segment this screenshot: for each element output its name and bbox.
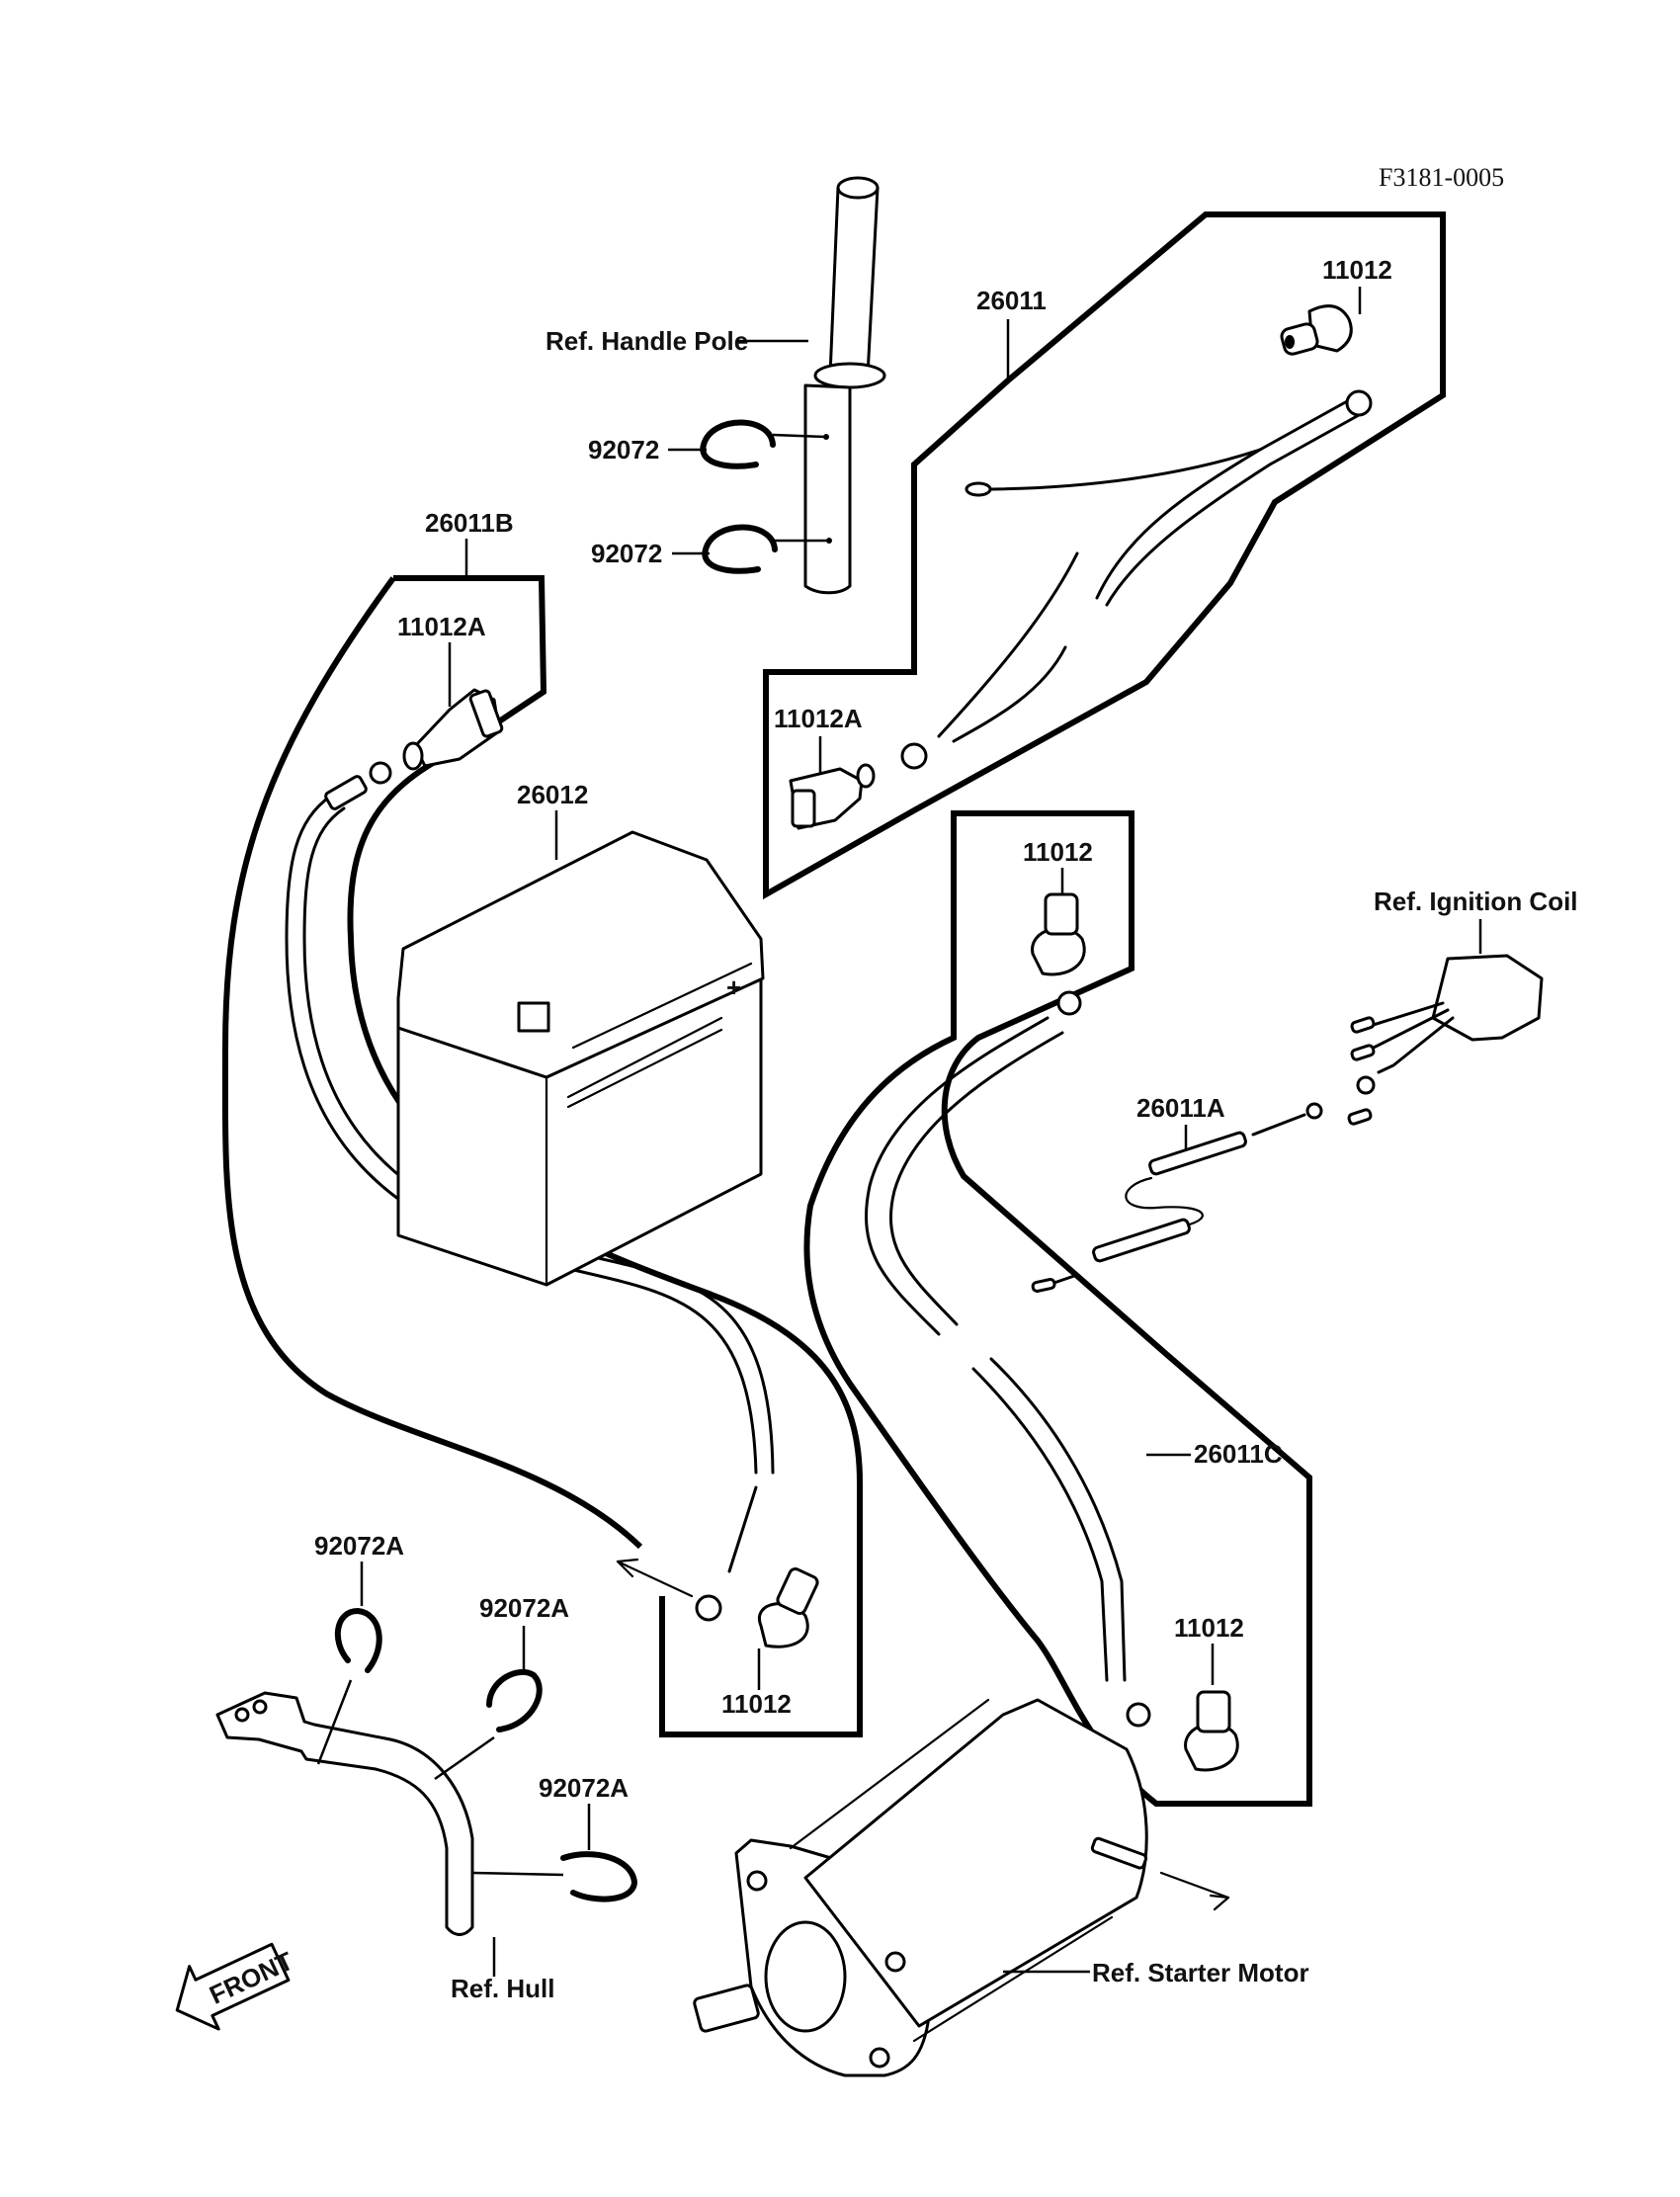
- boot-11012a-left: [402, 688, 504, 771]
- label-11012a-right[interactable]: 11012A: [774, 704, 863, 733]
- label-92072-lower[interactable]: 92072: [591, 539, 662, 568]
- starter-motor-group: Ref. Starter Motor: [693, 1698, 1309, 2077]
- label-handle-pole[interactable]: Ref. Handle Pole: [546, 326, 748, 356]
- label-11012a-left[interactable]: 11012A: [397, 612, 486, 641]
- starter-motor-tie-rod-bottom: [912, 1915, 1114, 2043]
- battery-terminal-negative: [517, 1001, 550, 1033]
- handle-pole-lower: [803, 383, 852, 595]
- cap-11012-middle: [1031, 892, 1086, 976]
- label-11012-lower-middle[interactable]: 11012: [721, 1689, 792, 1719]
- battery-cable-end: [727, 1485, 758, 1573]
- lead-wire-loop: [1125, 1176, 1204, 1227]
- lead-wire-sleeve-upper: [1148, 1131, 1247, 1176]
- harness-ring-terminal: [1345, 389, 1373, 417]
- starter-motor-tie-rod-top: [789, 1698, 990, 1850]
- label-26011c[interactable]: 26011C: [1194, 1439, 1283, 1469]
- starter-motor-nose: [764, 1920, 847, 2033]
- clamp-92072-upper: [700, 419, 776, 469]
- clamp-92072a-2: [486, 1668, 543, 1732]
- cap-11012-lower-right: [1184, 1690, 1239, 1772]
- arrowhead-icon: [1209, 1894, 1230, 1911]
- starter-motor-pointer-arrow: [1159, 1871, 1230, 1900]
- label-26011a[interactable]: 26011A: [1136, 1093, 1225, 1123]
- hull-group: 92072A 92072A 92072A Ref. Hull: [215, 1531, 638, 2003]
- label-92072a-3[interactable]: 92072A: [539, 1773, 629, 1803]
- label-26011[interactable]: 26011: [976, 286, 1047, 315]
- label-11012-top[interactable]: 11012: [1322, 255, 1392, 285]
- hull-bracket: [215, 1691, 474, 1936]
- label-92072a-1[interactable]: 92072A: [314, 1531, 404, 1561]
- arrowhead-icon: [616, 1558, 639, 1578]
- harness-round-terminal: [900, 742, 928, 770]
- handle-pole-top: [836, 176, 880, 200]
- starter-cable-ring-top: [1056, 990, 1082, 1016]
- harness-thin-lead: [976, 448, 1262, 491]
- battery-26012: 26012 +: [396, 780, 765, 1287]
- battery-cable-26011b-group: 26011B 11012A 11012: [221, 508, 863, 1737]
- starter-cable-upper-a: [865, 1016, 1050, 1336]
- battery-plus-icon: +: [726, 972, 741, 1002]
- label-26011b[interactable]: 26011B: [425, 508, 514, 538]
- handle-pole-upper: [828, 186, 880, 378]
- handle-pole-group: Ref. Handle Pole 92072 92072: [546, 176, 886, 595]
- figure-code: F3181-0005: [1379, 163, 1504, 192]
- starter-motor-shaft: [693, 1984, 760, 2033]
- clamp-92072a-1: [334, 1607, 382, 1673]
- starter-cable-ring-bottom: [1126, 1702, 1151, 1728]
- label-11012-lower-right[interactable]: 11012: [1174, 1613, 1244, 1643]
- starter-cable-upper-b: [889, 1031, 1064, 1326]
- label-26012[interactable]: 26012: [517, 780, 588, 809]
- battery-lid-ridge: [571, 962, 753, 1050]
- harness-short-cable: [952, 645, 1067, 743]
- handle-pole-collar: [813, 362, 886, 389]
- starter-motor-body: [803, 1698, 1148, 2028]
- clamp-92072-upper-pointer: [772, 433, 826, 439]
- label-hull[interactable]: Ref. Hull: [451, 1974, 554, 2003]
- cap-11012-top: [1280, 304, 1353, 356]
- harness-branch-cable: [937, 551, 1079, 738]
- harness-26011-frame: [763, 211, 1446, 900]
- label-92072a-2[interactable]: 92072A: [479, 1593, 569, 1623]
- clamp-92072a-3: [560, 1851, 638, 1902]
- ignition-coil-wire-3: [1377, 1016, 1455, 1074]
- battery-cable-sleeve-top: [324, 775, 368, 810]
- ignition-coil-group: Ref. Ignition Coil 26011A: [1031, 887, 1578, 1293]
- label-92072-upper[interactable]: 92072: [588, 435, 659, 465]
- harness-main-cable-a: [1095, 398, 1351, 600]
- front-arrow-icon: FRONT: [175, 1942, 297, 2031]
- battery-cable-pointer-arrow: [616, 1560, 694, 1598]
- ignition-coil-body: [1431, 954, 1544, 1042]
- clamp-92072-lower: [702, 524, 778, 574]
- starter-cable-26011c-group: 26011C 11012 11012: [803, 810, 1312, 1807]
- starter-cable-lower-b: [989, 1357, 1127, 1682]
- lead-wire-sleeve-lower: [1092, 1218, 1191, 1263]
- cap-11012-lower-middle: [757, 1567, 819, 1648]
- label-ignition-coil[interactable]: Ref. Ignition Coil: [1374, 887, 1578, 916]
- label-11012-middle[interactable]: 11012: [1023, 837, 1093, 867]
- battery-cable-ring-bottom: [695, 1594, 722, 1622]
- battery-cable-ring-top: [369, 761, 392, 785]
- battery-lid: [396, 830, 765, 1079]
- ignition-coil-wire-2: [1362, 1008, 1450, 1055]
- harness-main-cable-b: [1105, 413, 1361, 607]
- harness-connector-pin: [965, 481, 992, 497]
- starter-cable-26011c-frame: [803, 810, 1312, 1807]
- starter-motor-terminal-stud: [1090, 1836, 1148, 1870]
- harness-26011-group: 26011 11012 11012A: [763, 211, 1446, 900]
- boot-11012a-right: [789, 763, 876, 830]
- label-starter-motor[interactable]: Ref. Starter Motor: [1092, 1958, 1309, 1987]
- starter-cable-lower-a: [971, 1367, 1109, 1682]
- ignition-coil-wire-1: [1362, 1001, 1445, 1030]
